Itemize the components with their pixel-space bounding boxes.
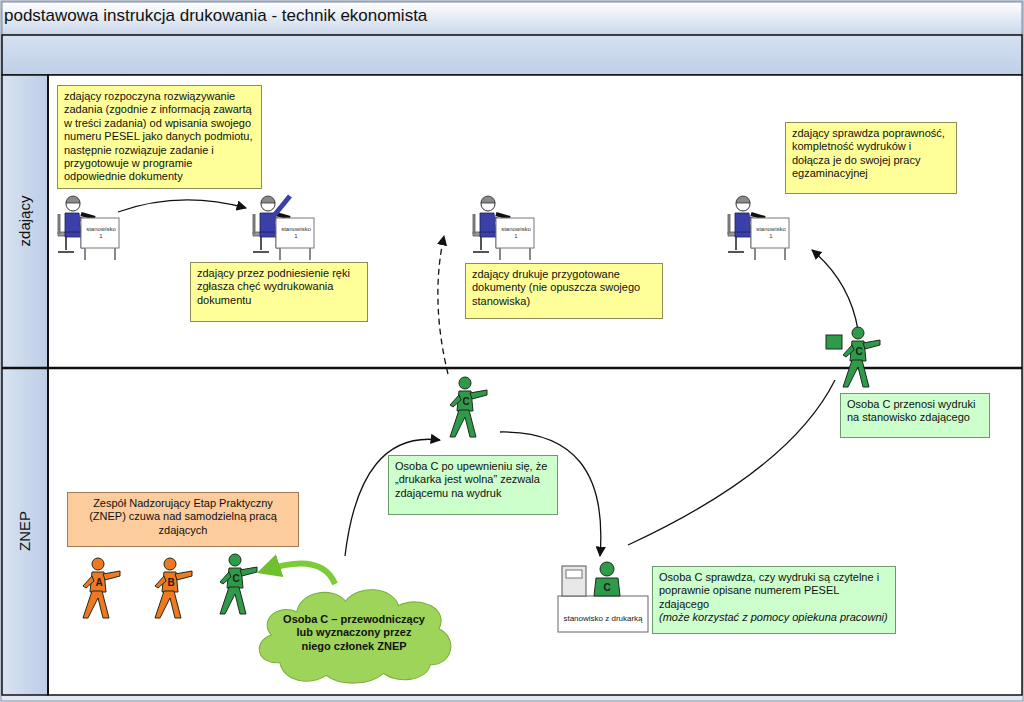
- team-box: Zespół Nadzorujący Etap Praktyczny (ZNEP…: [67, 492, 299, 547]
- action-box: Osoba C po upewnieniu się, że „drukarka …: [388, 455, 558, 515]
- station-label: stanowisko z drukarką: [561, 614, 645, 623]
- person-letter: B: [167, 577, 174, 588]
- diagram-title: podstawowa instrukcja drukowania - techn…: [4, 6, 427, 26]
- box-text: Osoba C sprawdza, czy wydruki są czyteln…: [659, 571, 889, 611]
- monitor-label: stanowisko 1: [756, 226, 786, 239]
- box-text: Zespół Nadzorujący Etap Praktyczny (ZNEP…: [74, 497, 292, 537]
- action-box: Osoba C sprawdza, czy wydruki są czyteln…: [652, 566, 896, 634]
- person-letter: A: [95, 577, 102, 588]
- lane-title: ZNEP: [16, 511, 33, 551]
- action-box: Osoba C przenosi wydruki na stanowisko z…: [840, 393, 990, 438]
- monitor-label: stanowisko 1: [501, 226, 531, 239]
- person-letter: C: [232, 573, 239, 584]
- box-text: Osoba C po upewnieniu się, że „drukarka …: [395, 460, 551, 500]
- printer-station: [558, 562, 648, 632]
- box-text: zdający sprawdza poprawność, kompletność…: [792, 127, 950, 181]
- box-text: zdający rozpoczyna rozwiązywanie zadania…: [64, 90, 255, 184]
- note-box: zdający przez podniesienie ręki zgłasza …: [190, 262, 368, 322]
- person-letter: C: [855, 346, 862, 357]
- swimlane: zdający zdający rozpoczyna rozwiązywanie …: [2, 75, 1022, 368]
- monitor-label: stanowisko 1: [86, 226, 116, 239]
- monitor-label: stanowisko 1: [281, 226, 311, 239]
- cloud-note: Osoba C – przewodniczący lub wyznaczony …: [248, 580, 460, 686]
- box-text: zdający przez podniesienie ręki zgłasza …: [197, 267, 361, 307]
- box-text: (może korzystać z pomocy opiekuna pracow…: [659, 611, 889, 624]
- box-text: Osoba C przenosi wydruki na stanowisko z…: [847, 398, 983, 425]
- person-letter: C: [462, 396, 469, 407]
- box-text: zdający drukuje przygotowane dokumenty (…: [472, 268, 656, 308]
- person-letter: C: [603, 582, 610, 593]
- workstations: [58, 196, 789, 260]
- box-text: Osoba C – przewodniczący lub wyznaczony …: [282, 613, 426, 653]
- note-box: zdający rozpoczyna rozwiązywanie zadania…: [57, 85, 262, 189]
- note-box: zdający drukuje przygotowane dokumenty (…: [465, 263, 663, 319]
- lane-title: zdający: [16, 196, 33, 247]
- note-box: zdający sprawdza poprawność, kompletność…: [785, 122, 957, 194]
- swimlane: ZNEP Zespół Nadzorujący Etap Praktyczny (…: [2, 368, 1022, 695]
